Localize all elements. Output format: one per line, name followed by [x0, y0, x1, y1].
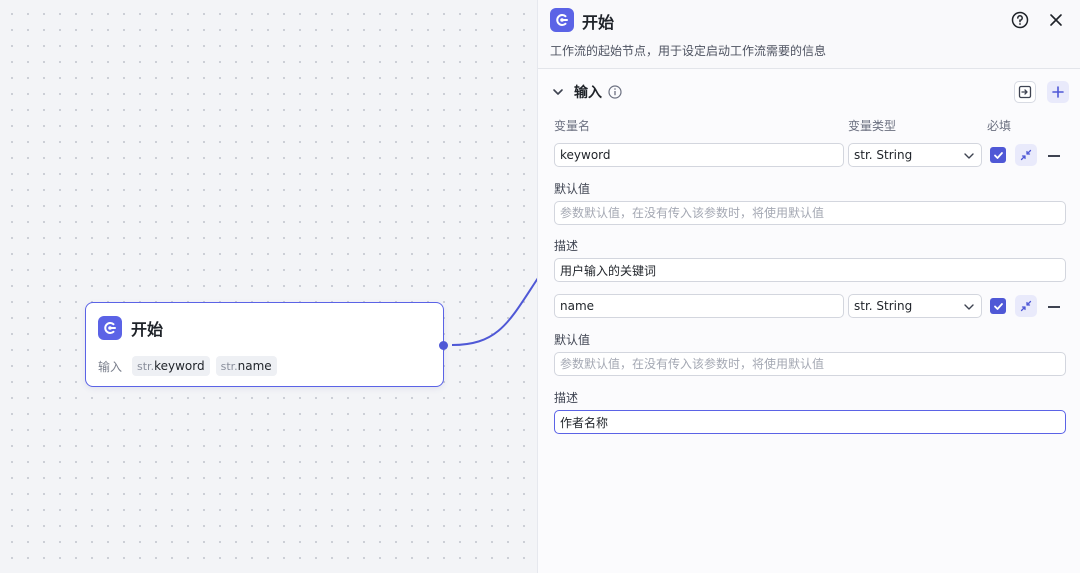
close-icon[interactable]: [1045, 9, 1067, 31]
collapse-button[interactable]: [1015, 144, 1037, 166]
description-label: 描述: [554, 239, 579, 253]
collapse-icon: [1020, 149, 1032, 161]
description-input[interactable]: [554, 410, 1066, 434]
workflow-canvas[interactable]: [0, 0, 540, 573]
checkbox-checked-icon: [993, 302, 1003, 310]
plus-icon: [1052, 86, 1064, 98]
info-icon[interactable]: [608, 85, 622, 99]
help-icon[interactable]: [1009, 9, 1031, 31]
required-checkbox[interactable]: [990, 298, 1006, 314]
panel-description: 工作流的起始节点，用于设定启动工作流需要的信息: [550, 44, 827, 58]
description-label: 描述: [554, 391, 579, 405]
edge-connection: [451, 274, 540, 346]
chevron-down-icon: [964, 304, 974, 310]
chevron-down-icon: [964, 153, 974, 159]
default-value-input[interactable]: [554, 352, 1066, 376]
variable-type-select[interactable]: str. String: [848, 294, 982, 318]
column-required-label: 必填: [987, 119, 1012, 133]
param-tag-keyword: str.keyword: [132, 356, 210, 376]
variable-type-value: str. String: [854, 148, 913, 162]
variable-name-input[interactable]: [554, 294, 844, 318]
variable-type-select[interactable]: str. String: [848, 143, 982, 167]
column-name-label: 变量名: [554, 119, 591, 133]
default-value-label: 默认值: [554, 182, 591, 196]
node-input-label: 输入: [98, 359, 123, 374]
collapse-button[interactable]: [1015, 295, 1037, 317]
remove-variable-button[interactable]: [1048, 306, 1060, 308]
description-input[interactable]: [554, 258, 1066, 282]
node-inputs: 输入 str.keyword str.name: [98, 356, 283, 376]
section-title: 输入: [574, 85, 602, 101]
required-checkbox[interactable]: [990, 147, 1006, 163]
start-node[interactable]: 开始 输入 str.keyword str.name: [85, 302, 444, 387]
default-value-label: 默认值: [554, 333, 591, 347]
default-value-input[interactable]: [554, 201, 1066, 225]
variable-name-input[interactable]: [554, 143, 844, 167]
import-icon[interactable]: [1014, 81, 1036, 103]
checkbox-checked-icon: [993, 151, 1003, 159]
input-section-header[interactable]: 输入: [552, 82, 622, 102]
start-node-icon: [550, 8, 574, 32]
chevron-down-icon[interactable]: [552, 86, 564, 98]
remove-variable-button[interactable]: [1048, 155, 1060, 157]
param-tag-name: str.name: [215, 356, 277, 376]
node-output-handle[interactable]: [439, 341, 448, 350]
add-variable-button[interactable]: [1047, 81, 1069, 103]
node-config-panel: 开始 工作流的起始节点，用于设定启动工作流需要的信息 输入: [537, 0, 1080, 573]
start-node-icon: [98, 316, 122, 340]
column-type-label: 变量类型: [848, 119, 897, 133]
collapse-icon: [1020, 300, 1032, 312]
panel-title: 开始: [582, 13, 615, 32]
panel-header: 开始 工作流的起始节点，用于设定启动工作流需要的信息: [538, 0, 1080, 69]
variable-type-value: str. String: [854, 299, 913, 313]
node-title: 开始: [131, 320, 164, 339]
